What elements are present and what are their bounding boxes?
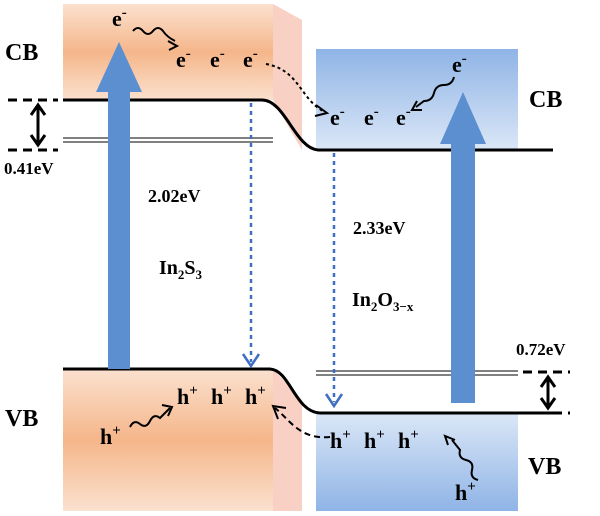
left-offset-marker <box>8 98 58 152</box>
hole-right-vb: h+ <box>398 427 419 453</box>
carriers-layer: e-e-e-e-e-e-e-e-h+ h+ h+ h+ h+ h+ h+ h+ <box>100 5 476 505</box>
left-bandgap-label: 2.02eV <box>148 186 201 206</box>
left-offset-label: 0.41eV <box>4 159 54 178</box>
in2o3-cb-region <box>316 49 518 150</box>
right-offset-marker <box>523 370 570 415</box>
cb-reference-lines <box>63 137 273 143</box>
right-excitation-arrow <box>440 92 486 403</box>
vb-label-right: VB <box>528 454 561 480</box>
in2o3-vb-region <box>316 413 518 511</box>
left-excitation-arrow <box>96 42 142 369</box>
in2s3-cb-region <box>63 4 302 150</box>
left-transition-arrowhead <box>241 353 261 369</box>
electron-left-excited: e- <box>112 5 127 31</box>
electron-left-cb: e- <box>210 46 225 72</box>
cb-edge-line <box>63 98 553 152</box>
right-transition-arrowhead <box>324 393 344 409</box>
hole-left-vb: h+ <box>245 383 266 409</box>
hole-right-vb: h+ <box>330 427 351 453</box>
hole-right-vb: h+ <box>364 427 385 453</box>
hole-left-excited: h+ <box>100 423 121 449</box>
hole-left-vb: h+ <box>177 383 198 409</box>
vb-reference-lines <box>316 370 518 376</box>
wavy-arrow-right-vb <box>451 439 479 481</box>
right-offset-label: 0.72eV <box>516 340 566 359</box>
electron-left-cb: e- <box>243 46 258 72</box>
in2s3-vb-region <box>63 369 302 511</box>
right-material-label: In2O3−x <box>352 289 414 314</box>
right-bandgap-label: 2.33eV <box>353 218 406 238</box>
electron-left-cb: e- <box>176 46 191 72</box>
electron-right-cb: e- <box>330 104 345 130</box>
electron-right-excited: e- <box>452 51 467 77</box>
wavy-arrow-right-cb <box>415 76 455 108</box>
electron-right-cb: e- <box>364 104 379 130</box>
vb-edge-line <box>63 367 553 415</box>
hole-transfer-arrow <box>274 407 331 439</box>
cb-label-left: CB <box>5 40 38 66</box>
left-material-label: In2S3 <box>159 257 203 282</box>
wavy-arrow-left-cb <box>132 27 176 42</box>
hole-right-excited: h+ <box>455 479 476 505</box>
vb-label-left: VB <box>5 406 38 432</box>
wavy-arrow-left-vb <box>129 407 171 428</box>
electron-right-cb: e- <box>396 104 411 130</box>
hole-left-vb: h+ <box>211 383 232 409</box>
cb-label-right: CB <box>529 87 562 113</box>
